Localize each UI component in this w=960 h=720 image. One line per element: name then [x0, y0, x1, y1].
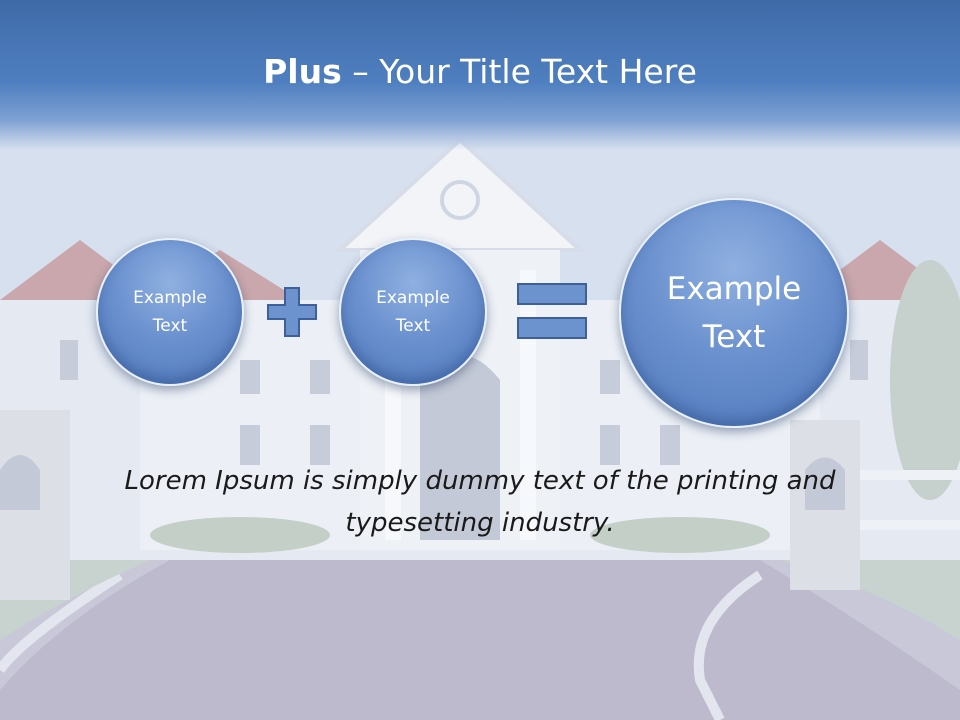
example-circle-2: Example Text [339, 238, 487, 386]
title-rest: – Your Title Text Here [341, 52, 697, 91]
circle-2-label: Example Text [376, 288, 450, 336]
title-bold: Plus [263, 52, 342, 91]
example-circle-1: Example Text [96, 238, 244, 386]
circle-3-label: Example Text [666, 271, 802, 355]
body-text: Lorem Ipsum is simply dummy text of the … [124, 466, 836, 538]
slide-title: Plus – Your Title Text Here [0, 52, 960, 91]
title-band [0, 0, 960, 150]
example-circle-3: Example Text [619, 198, 849, 428]
plus-icon [267, 287, 317, 337]
equals-icon [517, 283, 587, 339]
circle-1-label: Example Text [133, 288, 207, 336]
